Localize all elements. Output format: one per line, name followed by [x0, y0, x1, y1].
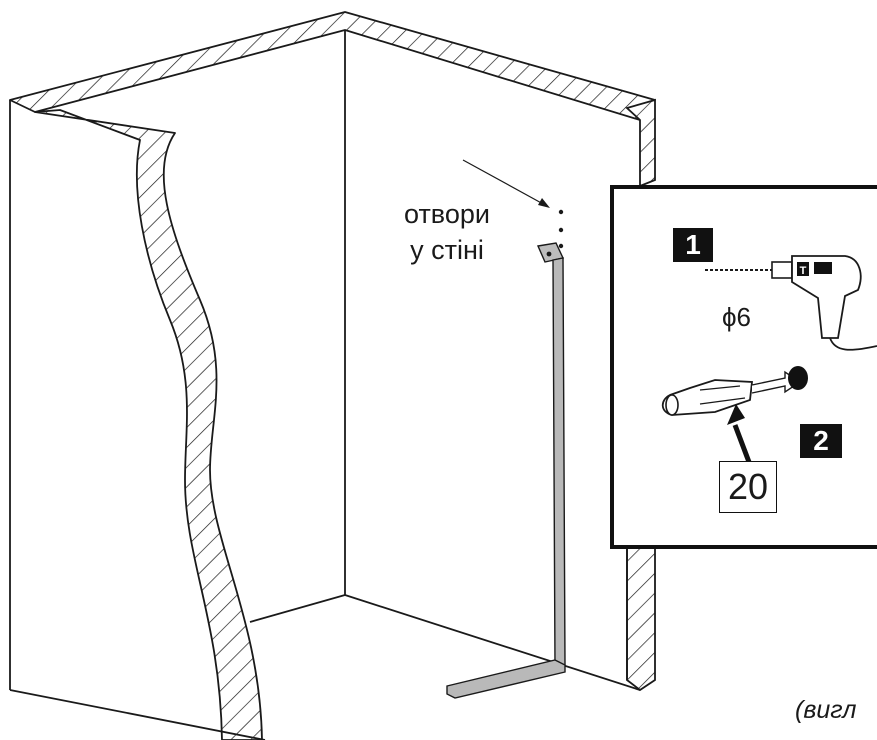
bracket-vertical — [552, 257, 566, 668]
bracket-horizontal — [446, 659, 566, 699]
step-2-badge: 2 — [800, 424, 842, 458]
left-wall-bottom — [9, 689, 266, 740]
step-1-badge: 1 — [673, 228, 713, 262]
right-wall-section — [625, 98, 656, 188]
part-number-box: 20 — [719, 461, 777, 513]
holes-label-line1: отвори — [404, 199, 490, 229]
wall-plug-icon — [661, 366, 808, 471]
wall-hole — [558, 227, 564, 233]
top-wall-section — [9, 11, 656, 121]
cutaway-wall-section — [34, 109, 263, 740]
wall-hole — [558, 243, 564, 249]
inset-frame — [610, 185, 877, 549]
floor-back-edge — [344, 594, 641, 691]
drill-diameter-label: ϕ6 — [722, 302, 752, 332]
drill-icon: T — [705, 255, 877, 351]
svg-text:T: T — [800, 265, 807, 277]
floor-left-edge — [249, 594, 346, 623]
holes-label-line2: у стіні — [410, 235, 484, 265]
wall-hole — [558, 209, 564, 215]
caption-text: (вигл — [795, 696, 857, 724]
pointer-line — [462, 159, 546, 206]
arrow-icon — [538, 198, 550, 208]
holes-in-wall-label: отвори у стіні — [372, 196, 522, 268]
bracket-screw-hole — [546, 251, 552, 257]
right-wall-section-lower — [626, 544, 656, 692]
